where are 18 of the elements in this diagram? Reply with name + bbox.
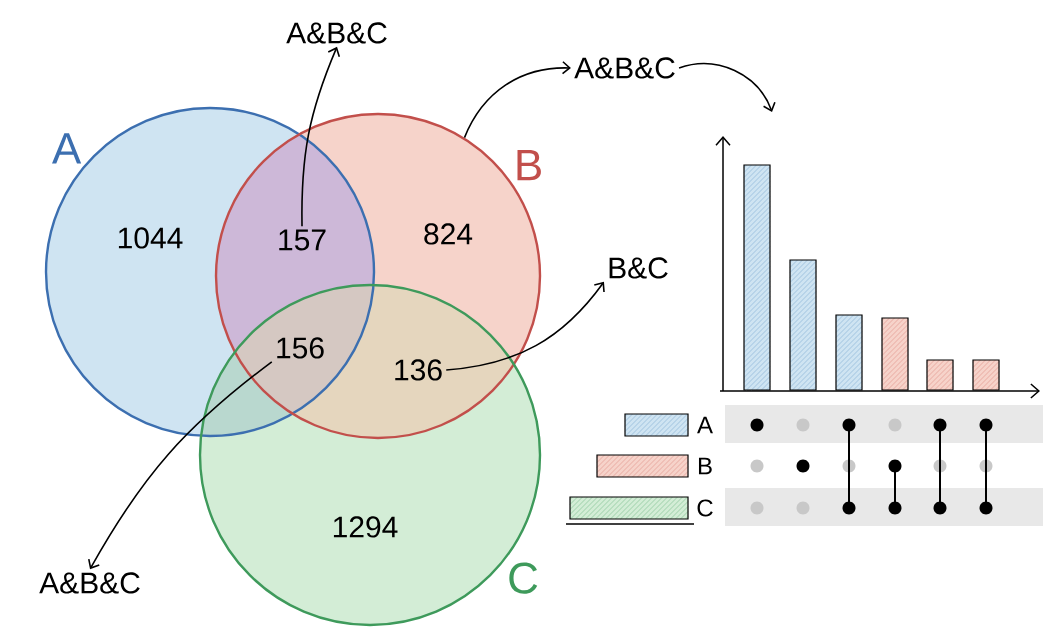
count-label: 824: [424, 223, 473, 245]
row-label: C: [697, 499, 713, 517]
callout-label: A&B&C: [39, 572, 140, 594]
arrow: [88, 361, 273, 570]
count-label: 136: [395, 359, 442, 381]
count-label: 1044: [118, 227, 183, 249]
count-label: 157: [279, 229, 326, 251]
row-label: A: [697, 416, 713, 434]
arrow: [463, 60, 571, 139]
arrow: [678, 63, 776, 112]
count-label: 1294: [333, 516, 398, 538]
callout-label: A&B&C: [286, 22, 387, 44]
arrow: [445, 281, 605, 371]
count-label: 156: [277, 337, 324, 359]
callout-label: A&B&C: [574, 57, 675, 79]
row-label: B: [699, 457, 712, 475]
callout-label: B&C: [609, 257, 668, 279]
arrow: [301, 46, 341, 228]
